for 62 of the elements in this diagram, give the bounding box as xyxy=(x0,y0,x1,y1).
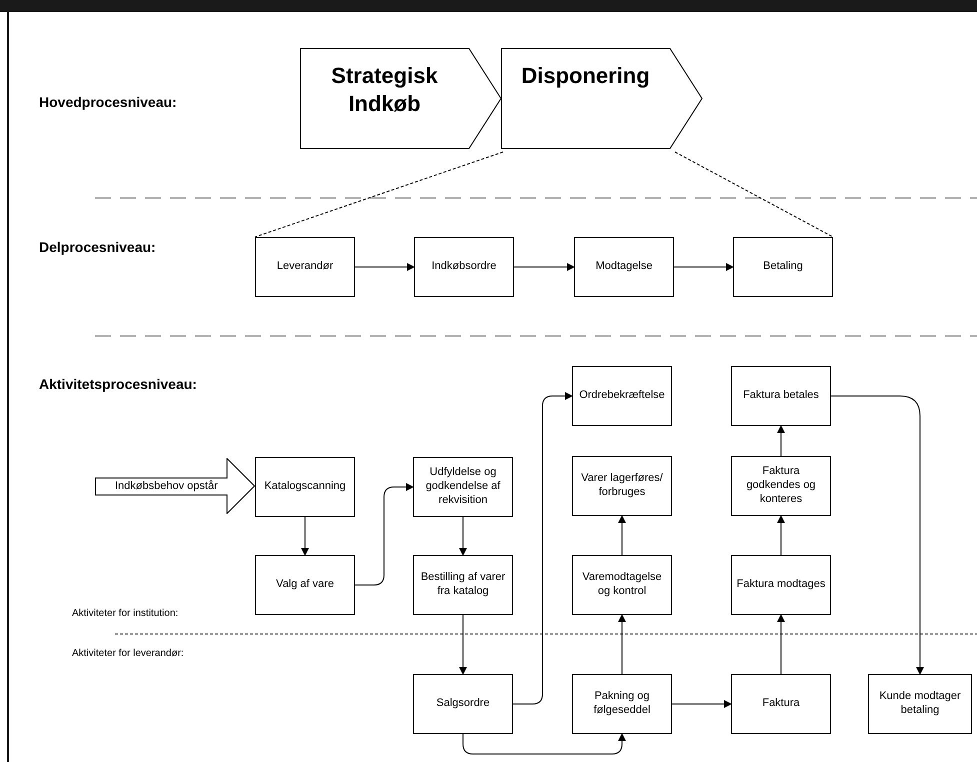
box-label: Salgsordre xyxy=(436,697,490,711)
level-label: Delprocesniveau: xyxy=(39,238,156,257)
level-label: Aktiviteter for leverandør: xyxy=(72,647,184,661)
process-box xyxy=(731,674,831,734)
box-label: Kunde modtager betaling xyxy=(878,690,962,718)
box-label: Varer lagerføres/ forbruges xyxy=(580,472,664,500)
box-label: Udfyldelse og godkendelse af rekvisition xyxy=(424,466,502,508)
process-box xyxy=(255,555,355,615)
process-box xyxy=(572,555,672,615)
level-label: Aktivitetsprocesniveau: xyxy=(39,375,197,394)
box-label: Faktura xyxy=(762,697,800,711)
connector-line xyxy=(674,152,834,238)
arrow xyxy=(459,614,467,675)
process-box xyxy=(733,237,833,297)
process-box xyxy=(413,457,513,517)
arrow xyxy=(462,733,626,754)
arrow xyxy=(354,263,415,271)
level-label: Aktiviteter for institution: xyxy=(72,607,178,621)
box-label: Indkøbsordre xyxy=(432,260,496,274)
box-label: Valg af vare xyxy=(276,578,334,592)
arrow xyxy=(674,263,734,271)
connector-line xyxy=(254,152,504,238)
process-box xyxy=(572,366,672,426)
arrow xyxy=(512,392,573,704)
process-box xyxy=(414,237,514,297)
box-label: Indkøbsbehov opstår xyxy=(115,480,218,494)
box-label: Katalogscanning xyxy=(264,480,346,494)
box-label: Betaling xyxy=(763,260,803,274)
arrow xyxy=(514,263,575,271)
process-box xyxy=(868,674,972,734)
arrow xyxy=(459,516,467,556)
box-label: Ordrebekræftelse xyxy=(579,389,665,403)
box-label: Pakning og følgeseddel xyxy=(592,690,652,718)
process-box xyxy=(572,456,672,516)
process-box xyxy=(413,674,513,734)
level-label: Hovedprocesniveau: xyxy=(39,93,177,112)
arrow xyxy=(777,614,785,674)
box-label: Leverandør xyxy=(276,260,334,274)
box-label: Faktura modtages xyxy=(736,578,826,592)
arrow xyxy=(777,515,785,556)
box-label: Varemodtagelse og kontrol xyxy=(581,571,663,599)
process-title: Strategisk Indkøb xyxy=(330,62,439,117)
arrow xyxy=(830,396,924,675)
process-title: Disponering xyxy=(521,62,650,90)
process-box xyxy=(731,555,831,615)
box-label: Bestilling af varer fra katalog xyxy=(420,571,506,599)
process-box xyxy=(255,237,355,297)
box-label: Modtagelse xyxy=(596,260,652,274)
box-label: Faktura godkendes og konteres xyxy=(745,465,817,507)
arrow xyxy=(618,515,626,556)
process-box xyxy=(731,366,831,426)
process-box xyxy=(731,456,831,516)
box-label: Faktura betales xyxy=(743,389,819,403)
process-box xyxy=(572,674,672,734)
process-box xyxy=(255,457,355,517)
process-box xyxy=(574,237,674,297)
arrow xyxy=(618,614,626,674)
arrow xyxy=(301,516,309,556)
process-box xyxy=(413,555,513,615)
arrow xyxy=(777,425,785,456)
arrow xyxy=(672,700,732,708)
arrow xyxy=(354,483,414,586)
